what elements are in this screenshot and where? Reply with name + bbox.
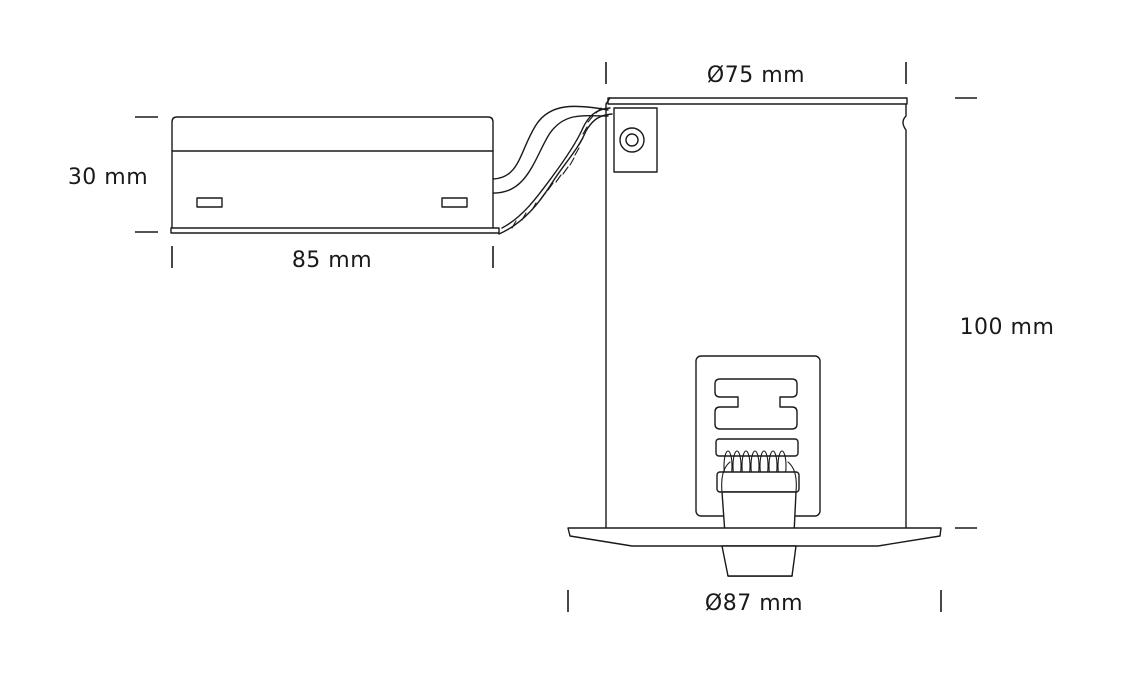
driver-slot-left bbox=[196, 197, 223, 208]
driver-box bbox=[170, 116, 500, 234]
driver-height-label: 30 mm bbox=[68, 165, 148, 190]
flange-diameter-label: Ø87 mm bbox=[705, 591, 803, 616]
housing-body bbox=[605, 97, 908, 529]
body-height-label: 100 mm bbox=[960, 315, 1055, 340]
housing-dimension-marks bbox=[567, 62, 977, 612]
connection-cable bbox=[492, 105, 613, 235]
driver-length-label: 85 mm bbox=[292, 248, 372, 273]
flange-trim bbox=[567, 527, 942, 577]
driver-slot-right bbox=[441, 197, 468, 208]
body-diameter-label: Ø75 mm bbox=[707, 63, 805, 88]
driver-dimension-marks bbox=[135, 116, 494, 268]
cable-gland bbox=[619, 127, 645, 153]
